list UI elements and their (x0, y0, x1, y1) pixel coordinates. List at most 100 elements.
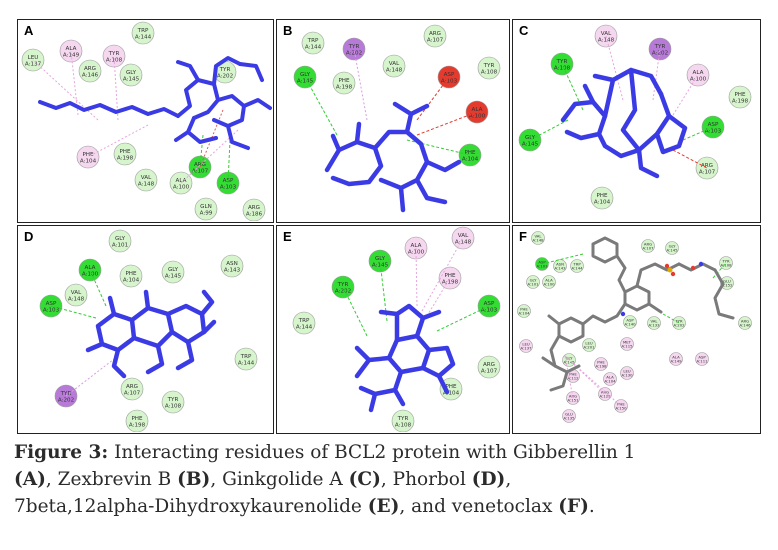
residue-circle (119, 63, 143, 87)
residue-circle (220, 254, 244, 278)
residue-name: LEU (585, 341, 593, 346)
residue-name: ASP (444, 72, 455, 78)
caption-label-a: (A) (14, 469, 46, 490)
residue-name: TYR (654, 44, 666, 50)
residue-circle (517, 304, 531, 318)
residue-circle (603, 372, 617, 386)
ligand-structure (38, 56, 272, 150)
residue-circle (108, 229, 132, 253)
residue-name: GLY (669, 244, 677, 249)
residue-id: A:115 (621, 344, 633, 349)
ligand-structure (85, 289, 217, 379)
residue-id: A:202 (335, 289, 351, 295)
panel-b-diagram: PHEA:104ALAA:100ASPA:103TYRA:108VALA:148… (293, 24, 501, 213)
residue-circle (695, 156, 719, 180)
residue-circle (216, 171, 240, 195)
residue-circle (594, 357, 608, 371)
residue-id: A:146 (82, 73, 99, 79)
residue-name: ASP (698, 355, 706, 360)
residue-circle (332, 71, 356, 95)
residue-name: ASP (484, 301, 495, 307)
residue-id: A:104 (594, 200, 611, 206)
caption-line-2: (A), Zexbrevin B (B), Ginkgolide A (C), … (14, 466, 766, 493)
residue-name: TYR (348, 44, 360, 50)
residue-id: A:108 (106, 58, 123, 64)
residue-id: A:100 (690, 77, 707, 83)
residue-id: A:107 (699, 170, 716, 176)
residue-circle (292, 311, 316, 335)
panel-a-label: A (24, 23, 34, 38)
panel-c-diagram: PHEA:104ARGA:107GLYA:145ASPA:103PHEA:198… (518, 24, 752, 210)
residue-name: VAL (534, 234, 542, 239)
panel-f-label: F (519, 229, 527, 244)
residue-name: PHE (444, 273, 456, 279)
residue-id: A:108 (395, 423, 412, 429)
residue-id: A:129 (599, 394, 611, 399)
residue-name: GLY (126, 70, 137, 76)
caption-label-c: (C) (348, 469, 381, 490)
residue-circle (686, 63, 710, 87)
caption-text: Interacting residues of BCL2 protein wit… (108, 442, 636, 463)
residue-id: A:198 (732, 99, 749, 105)
residue-name: ALA (176, 178, 187, 184)
residue-id: A:100 (469, 114, 486, 120)
residue-id: A:145 (297, 79, 314, 85)
residue-id: A:148 (138, 182, 155, 188)
ligand-structure (541, 236, 735, 392)
residue-circle (598, 387, 612, 401)
caption-text: , Ginkgolide A (210, 469, 349, 490)
residue-circle (64, 283, 88, 307)
residue-id: A:144 (571, 266, 583, 271)
caption-figure-number: Figure 3: (14, 442, 109, 463)
residue-circle (465, 100, 489, 124)
residue-id: A:146 (739, 323, 751, 328)
residue-id: A:107 (427, 38, 444, 44)
residue-circle (620, 337, 634, 351)
residue-name: PHE (734, 92, 746, 98)
residue-id: A:202 (217, 74, 233, 80)
residue-name: ALA (85, 265, 96, 271)
residue-id: A:148 (455, 240, 472, 246)
residue-name: VAL (71, 290, 82, 296)
residue-name: PHE (131, 416, 143, 422)
caption-text: 7beta,12alpha-Dihydroxykaurenolide (14, 496, 368, 517)
residue-circle (120, 377, 144, 401)
residue-name: ASN (226, 261, 238, 267)
residue-id: A:103 (536, 264, 548, 269)
residue-name: PHE (617, 402, 625, 407)
residue-id: A:186 (246, 212, 263, 218)
residue-name: GLN (200, 204, 212, 210)
residue-circle (368, 249, 392, 273)
residue-name: ALA (411, 243, 422, 249)
residue-name: ALA (545, 278, 553, 283)
residue-circle (519, 339, 533, 353)
residue-id: A:145 (563, 360, 575, 365)
residue-name: GLY (530, 278, 538, 283)
residue-name: ASP (626, 318, 634, 323)
residue-name: ASP (46, 301, 57, 307)
caption-label-e: (E) (367, 496, 400, 517)
residue-circle (738, 316, 752, 330)
residue-circle (562, 409, 576, 423)
residue-name: PHE (464, 150, 476, 156)
panel-e-label: E (283, 229, 292, 244)
residue-name: TYR (397, 416, 409, 422)
